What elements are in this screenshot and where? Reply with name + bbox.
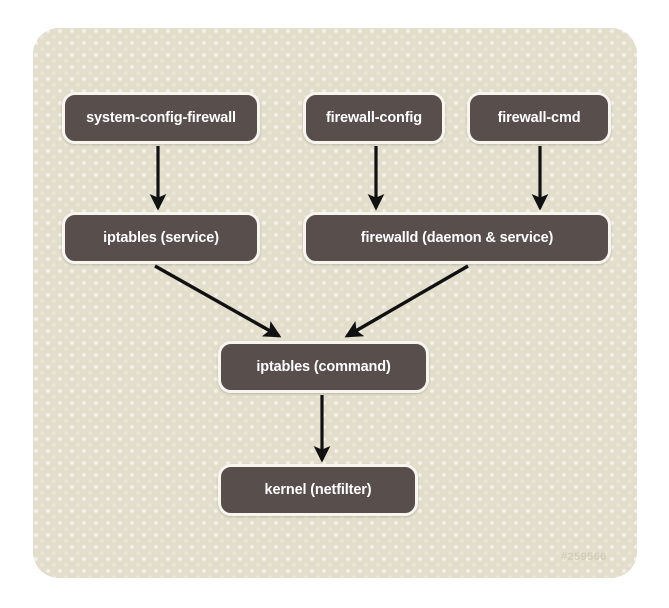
node-kernel-netfilter[interactable]: kernel (netfilter) (218, 464, 418, 516)
node-iptables-command[interactable]: iptables (command) (218, 341, 429, 393)
node-firewall-cmd[interactable]: firewall-cmd (467, 92, 611, 144)
node-system-config-firewall[interactable]: system-config-firewall (62, 92, 260, 144)
node-iptables-service[interactable]: iptables (service) (62, 212, 260, 264)
node-firewall-config[interactable]: firewall-config (303, 92, 445, 144)
watermark-id: #259566 (561, 551, 607, 563)
node-firewalld[interactable]: firewalld (daemon & service) (303, 212, 611, 264)
